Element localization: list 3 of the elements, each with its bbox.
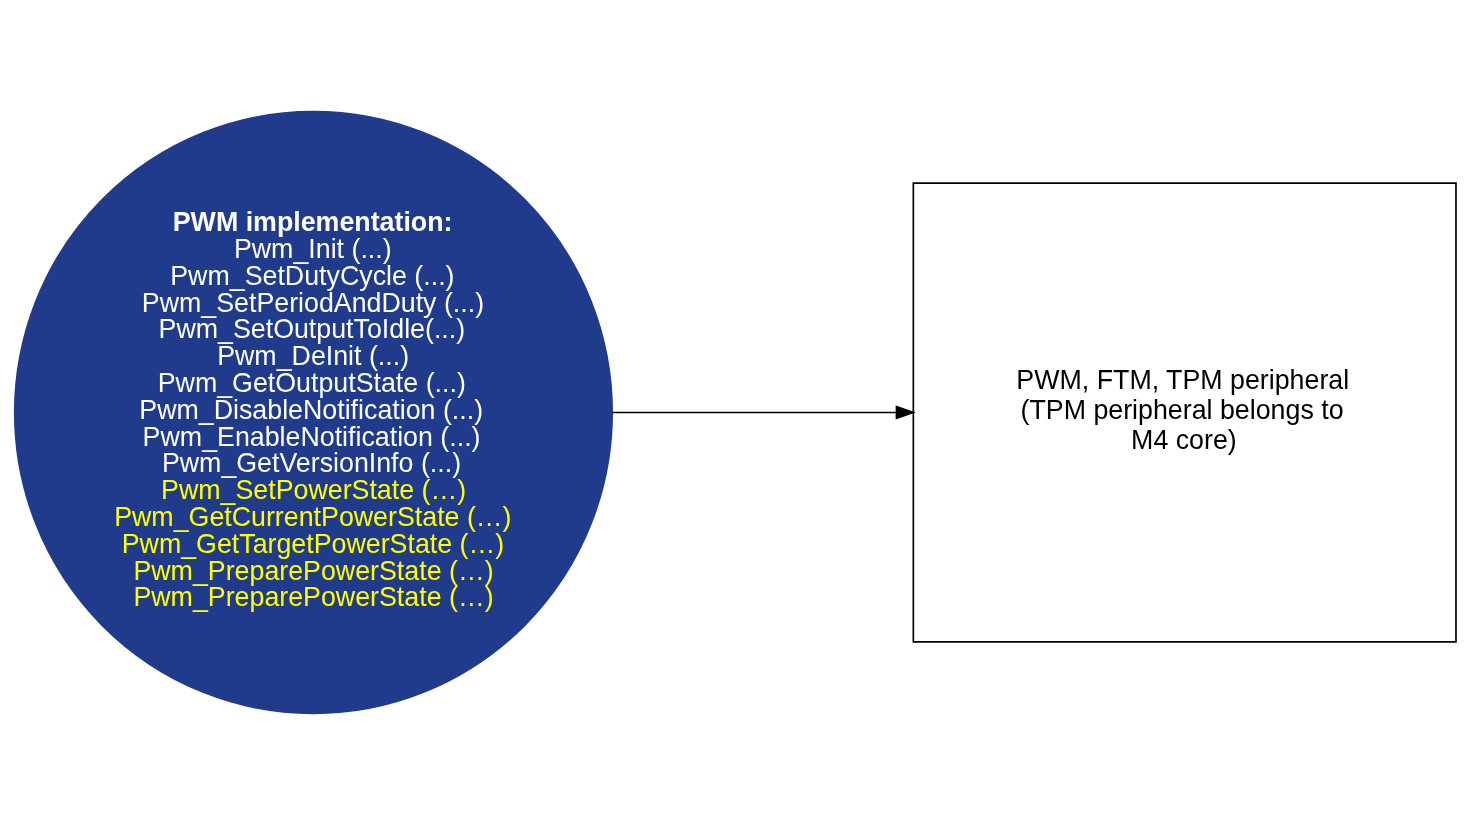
node-circle: PWM implementation: Pwm_Init (...) Pwm_SetDutyCycle (...) Pwm_SetPeriodAndDuty (...) Pwm_SetOutputToIdle(...) Pwm_DeInit (...) Pwm_GetOutputState (...) Pwm_DisableNotification (...) Pwm_EnableNotification (...) Pwm_GetVersionInfo (...) Pwm_SetPowerState (…) Pwm_GetCurrentPowerState (…) Pwm_GetTargetPowerState (…) Pwm_PreparePowerState (…) Pwm_PreparePowerState (…) xyxy=(13,110,614,714)
arrow xyxy=(611,404,916,420)
node-box: PWM, FTM, TPM peripheral (TPM peripheral belongs to M4 core) xyxy=(912,181,1457,643)
